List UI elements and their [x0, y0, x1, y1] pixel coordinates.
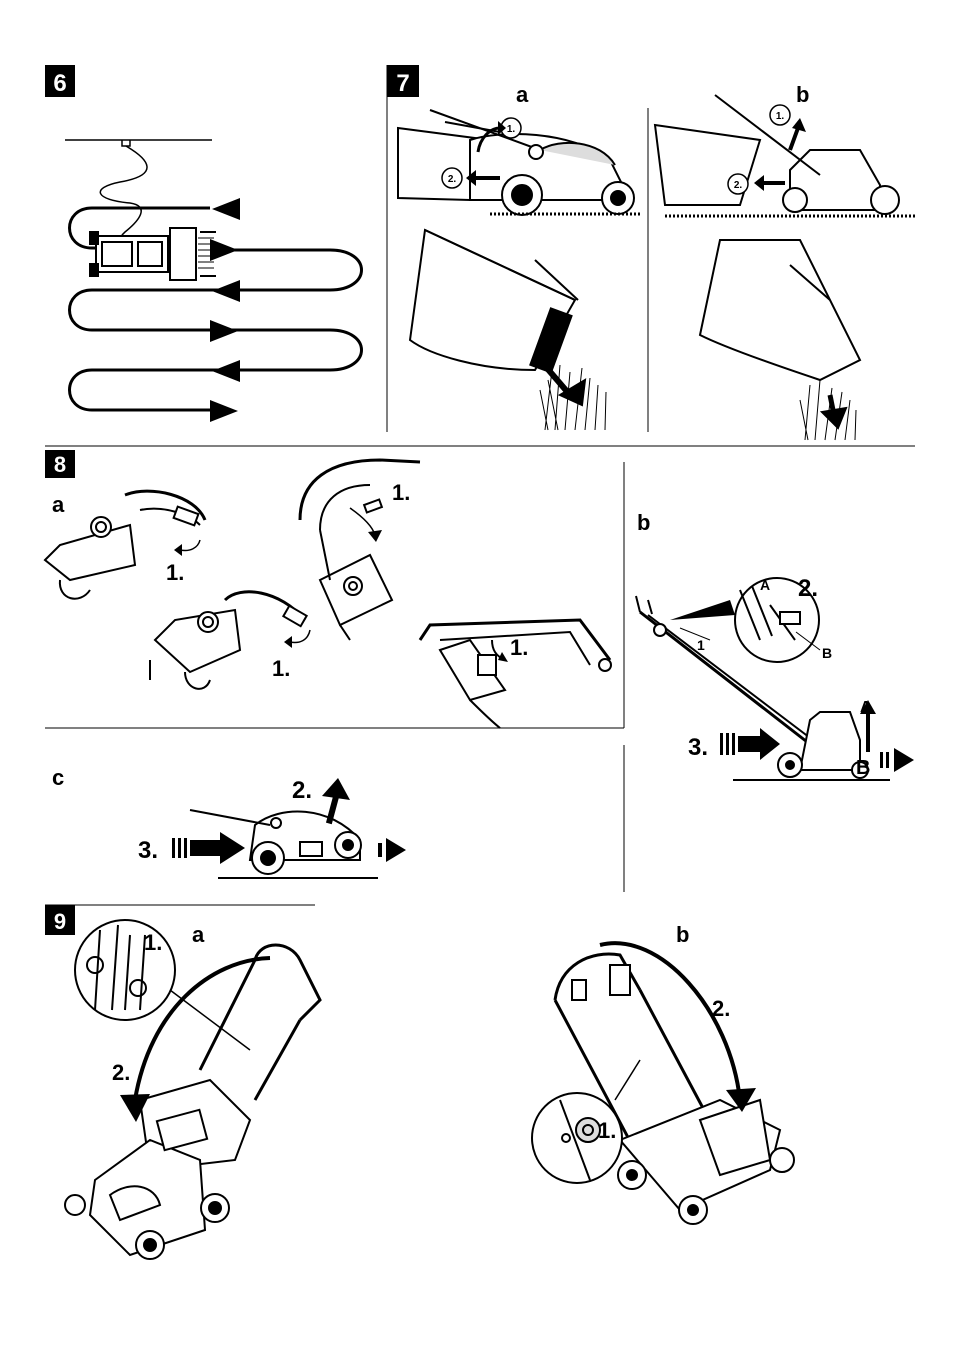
step-1-label: 1.: [272, 656, 290, 681]
subfig-label-b: b: [796, 82, 809, 107]
step-3-label: 3.: [138, 837, 158, 864]
push-arrow-8b: [720, 728, 780, 760]
subfig-label-c: c: [52, 765, 64, 790]
svg-text:1.: 1.: [776, 111, 785, 122]
svg-text:2.: 2.: [448, 174, 457, 185]
section-6: 6: [45, 65, 362, 422]
label-1: 1: [697, 637, 705, 653]
section-number: 9: [54, 909, 66, 934]
step-2-label: 2.: [292, 777, 312, 804]
push-arrow-8c: [172, 832, 245, 864]
section-number: 7: [396, 70, 409, 97]
label-A: A: [760, 577, 770, 593]
section-number: 8: [54, 452, 66, 477]
step-3-label: 3.: [688, 734, 708, 761]
subfig-label-a: a: [516, 82, 529, 107]
step-1-label: 1.: [144, 930, 162, 955]
step-1-label: 1.: [392, 480, 410, 505]
label-B: B: [856, 757, 870, 779]
step-1-label: 1.: [166, 560, 184, 585]
section-8: 8 a b c 1. 1.: [45, 450, 914, 878]
step-2-label: 2.: [112, 1060, 130, 1085]
svg-text:2.: 2.: [734, 180, 743, 191]
svg-text:1.: 1.: [507, 124, 516, 135]
mower-top-view: [90, 228, 216, 280]
step-1-label: 1.: [598, 1118, 616, 1143]
section-number: 6: [53, 70, 66, 97]
section-7: 7 a b 1. 2.: [387, 65, 915, 440]
step-1-label: 1.: [510, 635, 528, 660]
label-A: A: [860, 699, 872, 716]
emptying-bag-7b: [700, 240, 860, 428]
section-9: 9 a b 1. 2.: [45, 905, 794, 1259]
step-2-label: 2.: [798, 575, 818, 602]
label-B: B: [822, 645, 832, 661]
direction-arrow-8c: [378, 838, 406, 862]
subfig-label-a: a: [52, 492, 65, 517]
mower-perspective-9b: [555, 954, 794, 1224]
direction-arrow-B: [880, 748, 914, 772]
subfig-label-b: b: [637, 510, 650, 535]
subfig-label-a: a: [192, 922, 205, 947]
subfig-label-b: b: [676, 922, 689, 947]
step-2-label: 2.: [712, 996, 730, 1021]
